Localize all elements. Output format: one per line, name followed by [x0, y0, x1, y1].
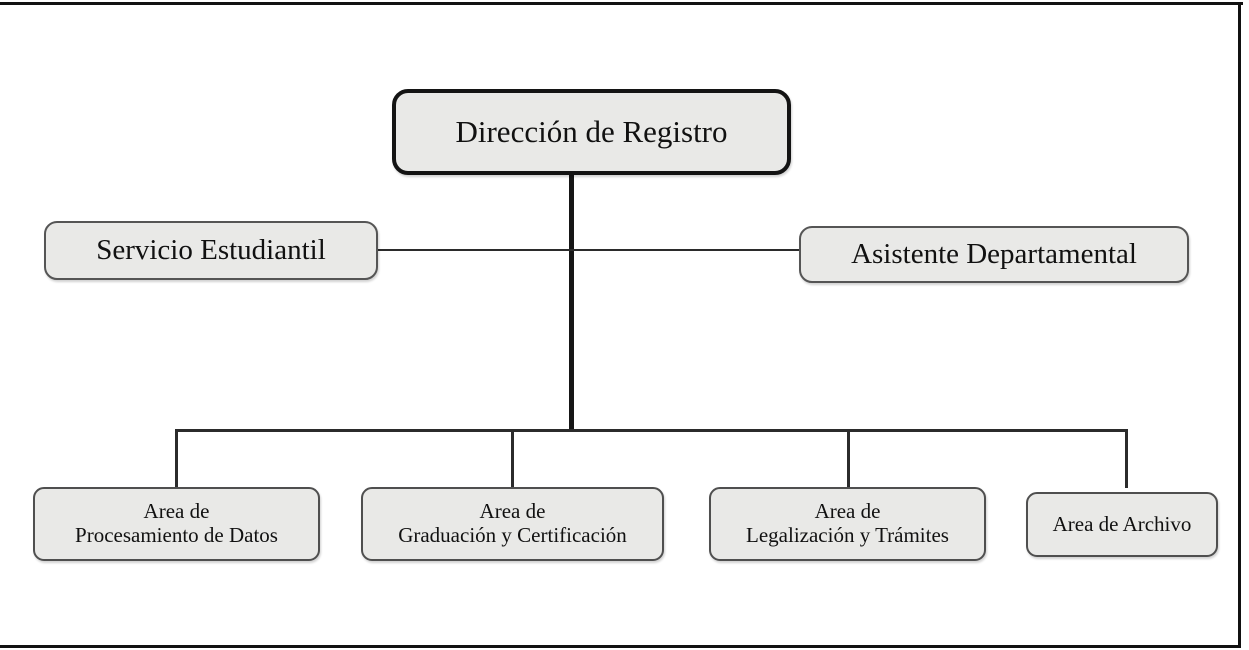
page-frame-right — [1238, 2, 1241, 648]
connector-drop-unit-3 — [847, 429, 850, 488]
node-unit-area-de-legalizacion-y-tramites[interactable]: Area de Legalización y Trámites — [709, 487, 986, 561]
connector-staff-horizontal-left — [377, 249, 573, 251]
node-label: Dirección de Registro — [455, 113, 728, 149]
connector-trunk-vertical — [569, 172, 574, 432]
page-frame-bottom — [0, 645, 1241, 648]
connector-unit-bus-horizontal — [175, 429, 1128, 432]
node-unit-area-de-graduacion-y-certificacion[interactable]: Area de Graduación y Certificación — [361, 487, 664, 561]
node-label: Area de Archivo — [1052, 511, 1192, 536]
node-label: Area de Legalización y Trámites — [746, 499, 949, 547]
connector-staff-horizontal-right — [571, 249, 801, 251]
connector-drop-unit-4 — [1125, 429, 1128, 488]
node-root-direccion-de-registro[interactable]: Dirección de Registro — [392, 89, 791, 175]
page-frame-top — [0, 2, 1243, 5]
node-label: Area de Graduación y Certificación — [398, 499, 627, 547]
connector-drop-unit-1 — [175, 429, 178, 488]
node-unit-area-de-archivo[interactable]: Area de Archivo — [1026, 492, 1218, 557]
node-staff-servicio-estudiantil[interactable]: Servicio Estudiantil — [44, 221, 378, 280]
node-label: Asistente Departamental — [851, 238, 1137, 271]
node-label: Servicio Estudiantil — [96, 234, 326, 267]
node-label: Area de Procesamiento de Datos — [75, 499, 278, 547]
node-unit-area-de-procesamiento-de-datos[interactable]: Area de Procesamiento de Datos — [33, 487, 320, 561]
node-staff-asistente-departamental[interactable]: Asistente Departamental — [799, 226, 1189, 283]
connector-drop-unit-2 — [511, 429, 514, 488]
